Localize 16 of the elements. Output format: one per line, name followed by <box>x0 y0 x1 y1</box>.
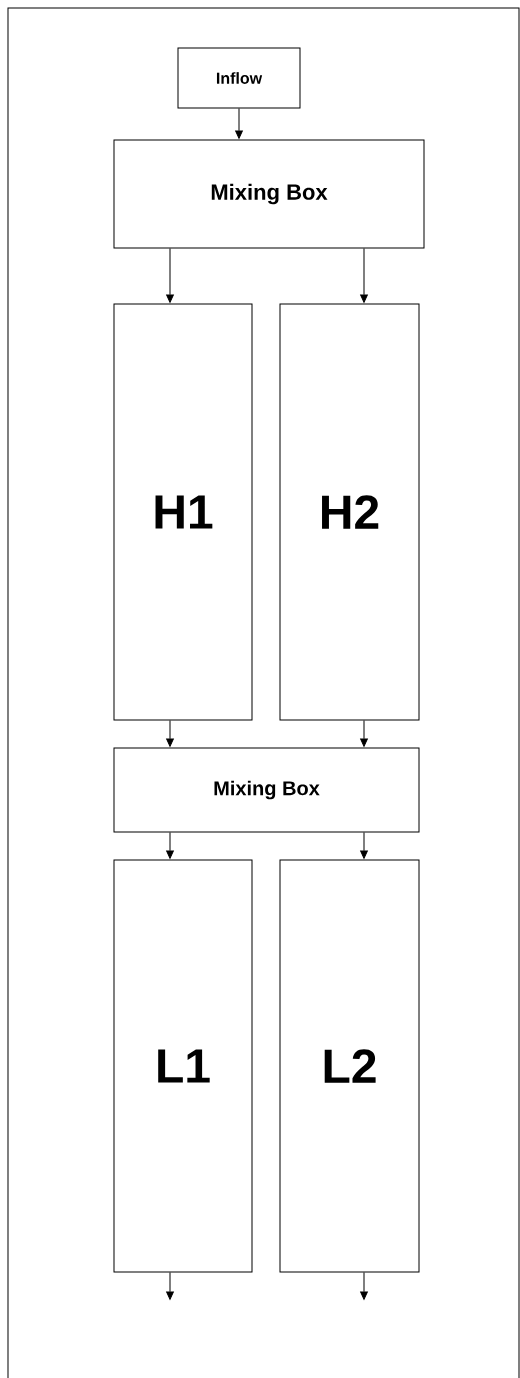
mixing-box: Mixing Box <box>113 139 425 249</box>
mixing-box: Mixing Box <box>113 747 420 833</box>
arrow <box>166 248 174 303</box>
arrow <box>235 108 243 139</box>
arrow <box>360 720 368 747</box>
heater-box: H1 <box>113 303 253 721</box>
arrow <box>166 832 174 859</box>
arrow <box>166 720 174 747</box>
arrow <box>360 248 368 303</box>
arrow <box>166 1272 174 1300</box>
arrow <box>360 832 368 859</box>
arrow <box>360 1272 368 1300</box>
heater-box: H2 <box>279 303 420 721</box>
layer-box: L1 <box>113 859 253 1273</box>
layer-box: L2 <box>279 859 420 1273</box>
inflow-box: Inflow <box>177 47 301 109</box>
